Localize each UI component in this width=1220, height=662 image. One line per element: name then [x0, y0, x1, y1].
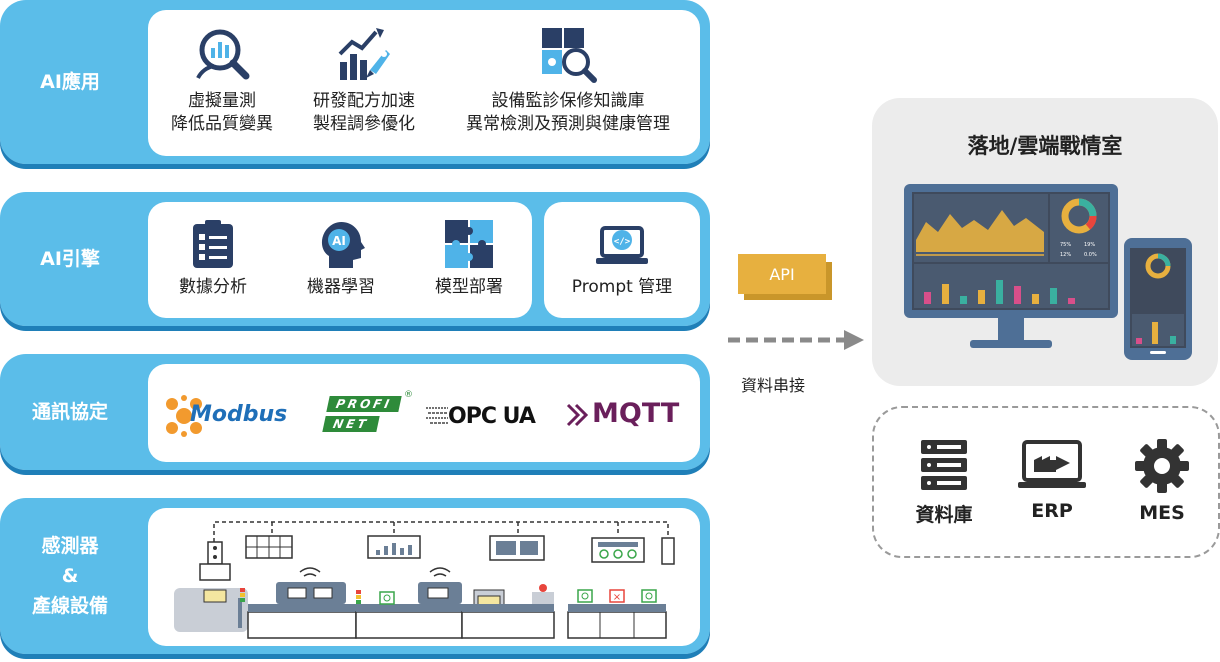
- layer-ai-engine: AI引擎 數據分析 AI 機器學習: [0, 192, 710, 326]
- mqtt-signal-icon: [566, 403, 589, 427]
- item-line-2: 製程調參優化: [313, 114, 415, 134]
- prompt-panel: </> Prompt 管理: [544, 202, 700, 318]
- profinet-bottom-text: NET: [322, 416, 380, 432]
- opc-ua-text: OPC UA: [448, 404, 536, 429]
- machine-learning-item: AI 機器學習: [286, 218, 396, 299]
- profinet-top-text: PROFI: [326, 396, 402, 412]
- item-line-1: 虛擬量測: [188, 91, 256, 111]
- api-label: API: [738, 254, 826, 294]
- legend-value-4: 0.0%: [1084, 252, 1097, 258]
- system-label: 資料庫: [915, 504, 973, 526]
- layer-label: AI引擎: [40, 248, 100, 270]
- engine-panel: 數據分析 AI 機器學習 模型部署: [148, 202, 532, 318]
- equipment-knowledge-item: 設備監診保修知識庫 異常檢測及預測與健康管理: [440, 24, 696, 136]
- data-link-label: 資料串接: [741, 376, 806, 395]
- item-label: 模型部署: [435, 277, 503, 297]
- opc-ua-lines-icon: [426, 407, 448, 424]
- layer-protocols: 通訊協定 Modbus PROFI NET ®: [0, 354, 710, 470]
- label-line-1: 感測器: [41, 535, 99, 557]
- registered-mark-icon: ®: [404, 390, 413, 400]
- equipment-panel: ×: [148, 508, 700, 646]
- layer-label: AI應用: [40, 71, 100, 93]
- laptop-code-icon: </>: [596, 226, 648, 264]
- dashboard-monitor-icon: 75% 19% 12% 0.0%: [904, 184, 1192, 360]
- system-label: ERP: [1031, 500, 1073, 522]
- item-line-2: 降低品質變異: [171, 114, 273, 134]
- modbus-molecule-icon: [166, 395, 202, 437]
- item-label: 機器學習: [307, 277, 375, 297]
- war-room-title: 落地/雲端戰情室: [967, 134, 1123, 158]
- erp-icon: [1018, 440, 1086, 488]
- system-label: MES: [1139, 502, 1185, 524]
- svg-text:×: ×: [613, 592, 621, 603]
- protocols-panel: Modbus PROFI NET ® OPC UA MQTT: [148, 364, 700, 462]
- model-deployment-item: 模型部署: [414, 218, 524, 299]
- legend-value-3: 12%: [1060, 252, 1071, 258]
- rocket-chart-icon: [338, 28, 390, 80]
- item-label: Prompt 管理: [571, 277, 673, 297]
- item-label: 數據分析: [179, 277, 247, 297]
- item-line-1: 研發配方加速: [313, 91, 415, 111]
- analytics-magnifier-icon: [196, 29, 250, 80]
- clipboard-checklist-icon: [193, 220, 233, 268]
- data-analysis-item: 數據分析: [158, 218, 268, 299]
- enterprise-systems-panel: 資料庫 ERP MES: [872, 406, 1220, 558]
- legend-value-1: 75%: [1060, 242, 1071, 248]
- mes-system: MES: [1112, 438, 1212, 524]
- svg-text:</>: </>: [614, 237, 631, 247]
- mqtt-logo: MQTT: [566, 394, 690, 438]
- opc-ua-logo: OPC UA: [426, 396, 546, 436]
- modbus-text: Modbus: [190, 402, 288, 427]
- mqtt-text: MQTT: [592, 398, 680, 429]
- label-line-2: &: [61, 565, 79, 587]
- production-line-illustration: ×: [174, 521, 675, 639]
- erp-system: ERP: [1002, 438, 1102, 522]
- prompt-management-item: </> Prompt 管理: [544, 218, 700, 299]
- api-block: API: [738, 254, 832, 300]
- item-line-1: 設備監診保修知識庫: [491, 91, 645, 111]
- modbus-logo: Modbus: [164, 394, 304, 438]
- layer-label: 通訊協定: [31, 401, 108, 423]
- layer-ai-applications: AI應用 虛擬量測 降低品質變異: [0, 0, 710, 164]
- virtual-metrology-item: 虛擬量測 降低品質變異: [152, 24, 292, 136]
- puzzle-search-icon: [542, 28, 597, 83]
- label-line-3: 產線設備: [31, 595, 108, 617]
- war-room-panel: 落地/雲端戰情室 75% 19% 12% 0.0%: [872, 98, 1218, 386]
- applications-panel: 虛擬量測 降低品質變異 研發配方加速 製程調參優化: [148, 10, 700, 156]
- layer-label: 感測器 & 產線設備: [0, 498, 140, 654]
- svg-text:AI: AI: [332, 234, 346, 248]
- profinet-logo: PROFI NET ®: [322, 390, 414, 438]
- legend-value-2: 19%: [1084, 242, 1095, 248]
- gear-icon: [1135, 439, 1189, 493]
- recipe-acceleration-item: 研發配方加速 製程調參優化: [294, 24, 434, 136]
- puzzle-icon: [445, 220, 493, 268]
- ai-head-icon: AI: [321, 222, 365, 268]
- dashed-arrow-icon: [728, 330, 864, 350]
- database-icon: [921, 440, 967, 490]
- layer-sensors-equipment: 感測器 & 產線設備: [0, 498, 710, 654]
- item-line-2: 異常檢測及預測與健康管理: [466, 114, 670, 134]
- database-system: 資料庫: [894, 438, 994, 527]
